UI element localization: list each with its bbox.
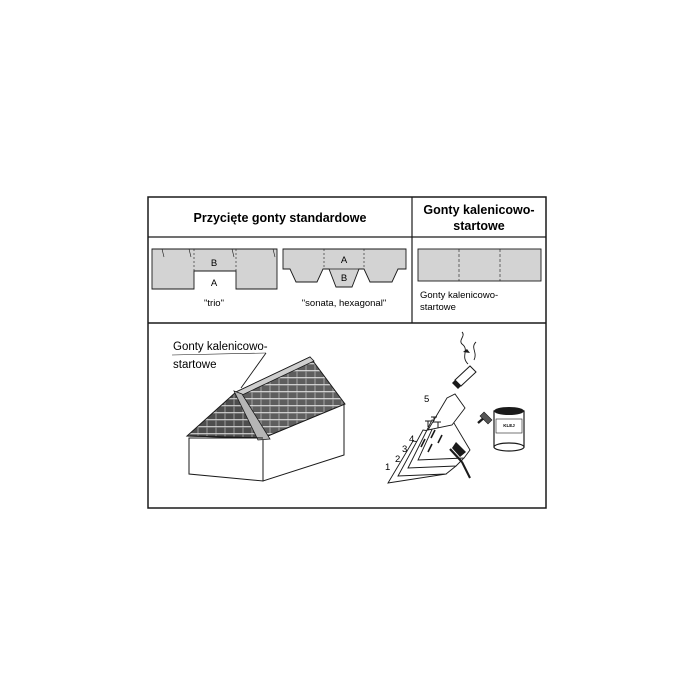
trio-caption: "trio" (204, 298, 224, 309)
can-label: KLEJ (503, 423, 515, 428)
roof-callout-line1: Gonty kalenicowo- (173, 341, 268, 353)
sonata-shingle (282, 248, 407, 288)
step-number-2: 2 (395, 454, 400, 465)
step-number-4: 4 (409, 434, 414, 445)
ridge-header-line2: startowe (453, 219, 504, 233)
roof-callout-line2: startowe (173, 359, 216, 371)
roof-callout-leader (240, 352, 267, 389)
ridge-caption-line1: Gonty kalenicowo- (420, 290, 498, 301)
sonata-label-a: A (341, 255, 348, 266)
ridge-header-line1: Gonty kalenicowo- (423, 203, 534, 217)
house-illustration (185, 356, 346, 482)
roof-callout-underline (171, 352, 267, 356)
step-number-5: 5 (424, 394, 429, 405)
trio-shingle (151, 248, 278, 290)
trio-label-a: A (211, 278, 218, 289)
step-number-1: 1 (385, 462, 390, 473)
sonata-caption: "sonata, hexagonal" (302, 298, 386, 309)
ridge-caption-line2: startowe (420, 302, 456, 313)
ridge-starter-shingle (417, 248, 542, 282)
trio-label-b: B (211, 258, 217, 269)
ridge-installation-illustration (387, 331, 493, 484)
sonata-label-b: B (341, 273, 347, 284)
standard-header: Przycięte gonty standardowe (194, 211, 367, 225)
step-number-3: 3 (402, 444, 407, 455)
adhesive-can (493, 407, 525, 452)
